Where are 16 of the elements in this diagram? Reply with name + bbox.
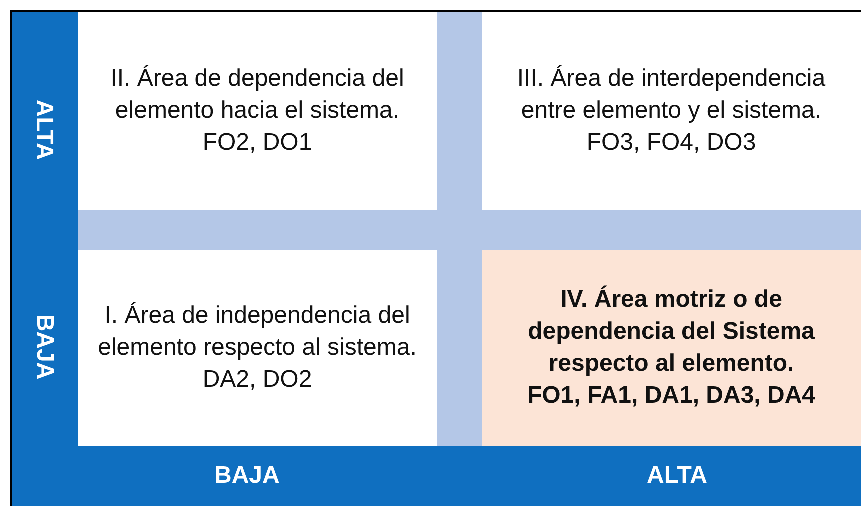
quadrant-box bbox=[78, 250, 437, 446]
quadrant-text: II. Área de dependencia del elemento hacia el sistema. bbox=[110, 64, 406, 126]
axis-level-label: ALTA bbox=[647, 462, 708, 490]
quadrant-text: I. Área de independencia del elemento respecto al sistema. bbox=[97, 301, 418, 363]
quadrant-text: DA2, DO2 bbox=[202, 365, 312, 395]
quadrant-heading: IV. Área motriz o de dependencia del Sistema respecto al elemento. bbox=[527, 284, 816, 379]
quadrant-text: III. Área de interdependencia entre elemento y el sistema. bbox=[516, 64, 827, 126]
quadrant-box bbox=[482, 250, 861, 446]
axis-level-label: BAJA bbox=[214, 462, 280, 490]
axis-level-label: BAJA bbox=[30, 314, 58, 380]
quadrant-heading: FO1, FA1, DA1, DA3, DA4 bbox=[527, 381, 816, 411]
axis-level-label: ALTA bbox=[30, 100, 58, 160]
quadrant-box bbox=[78, 12, 437, 210]
quadrant-text: FO3, FO4, DO3 bbox=[586, 128, 756, 158]
quadrant-text: FO2, DO1 bbox=[202, 128, 312, 158]
quadrant-box bbox=[482, 12, 861, 210]
